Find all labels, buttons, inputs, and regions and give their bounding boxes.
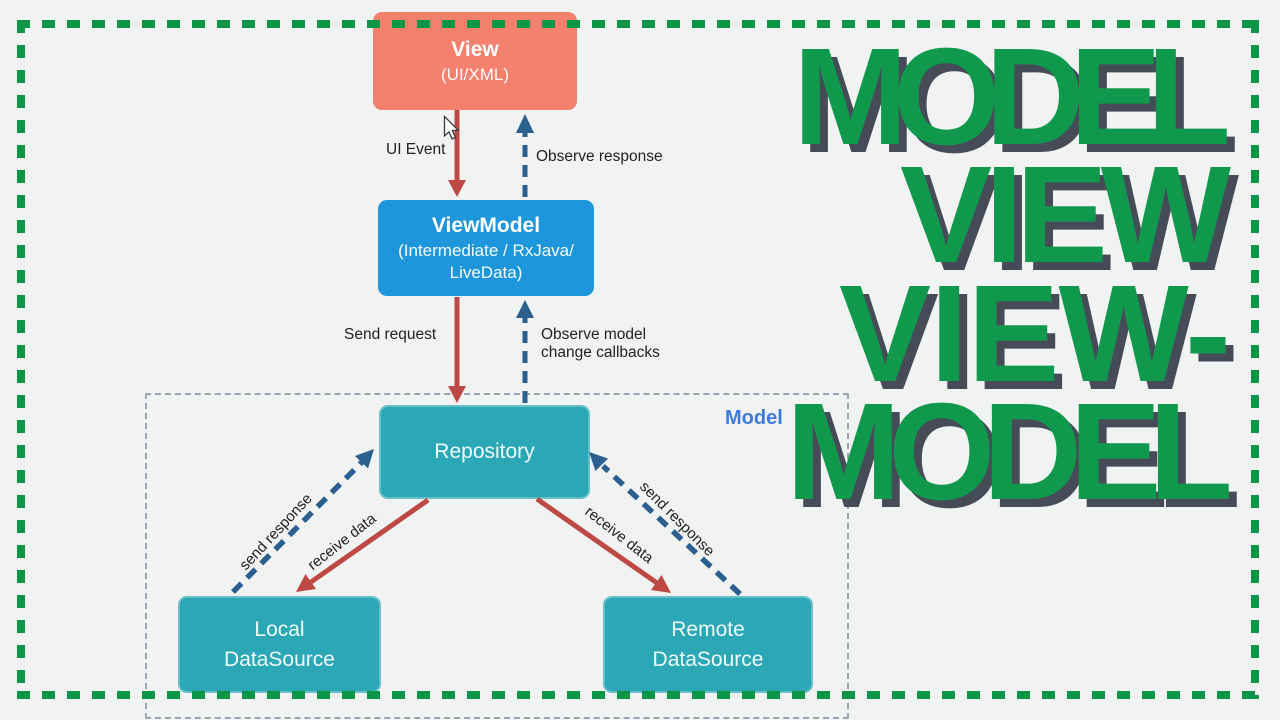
observe-response-label: Observe response: [536, 148, 663, 165]
headline-line-2-shadow: VIEW: [908, 146, 1240, 300]
green-dashed-border-bottom: [17, 691, 1259, 699]
viewmodel-box: ViewModel (Intermediate / RxJava/ LiveDa…: [378, 200, 594, 296]
ui-event-label: UI Event: [386, 141, 446, 158]
headline-line-3-shadow: VIEW-: [847, 265, 1239, 419]
repository-box: Repository: [379, 405, 590, 499]
headline-line-4: MODEL: [786, 375, 1233, 529]
remote-datasource-title: Remote DataSource: [652, 618, 764, 671]
local-datasource-title: Local DataSource: [224, 618, 335, 671]
view-box-subtitle: (UI/XML): [441, 64, 509, 84]
headline-line-1-shadow: MODEL: [801, 28, 1239, 182]
view-box: View (UI/XML): [373, 12, 577, 110]
local-datasource-box: Local DataSource: [178, 596, 381, 693]
ui-event-arrowhead: [448, 180, 466, 197]
green-dashed-border-right: [1251, 20, 1259, 699]
headline: MODEL VIEW VIEW- MODEL MODEL VIEW VIEW- …: [786, 20, 1241, 537]
headline-line-4-shadow: MODEL: [794, 383, 1241, 537]
observe-response-arrowhead: [516, 114, 534, 133]
remote-datasource-box: Remote DataSource: [603, 596, 813, 693]
headline-line-1: MODEL: [793, 20, 1231, 174]
mouse-cursor-icon: [443, 114, 460, 140]
viewmodel-box-title: ViewModel: [431, 214, 541, 238]
model-group-label: Model: [725, 407, 783, 429]
headline-line-2: VIEW: [900, 138, 1232, 292]
view-box-title: View: [451, 37, 499, 61]
send-request-label: Send request: [344, 326, 437, 343]
headline-line-3: VIEW-: [839, 257, 1231, 411]
viewmodel-box-subtitle: (Intermediate / RxJava/ LiveData): [398, 241, 574, 282]
observe-model-arrowhead: [516, 300, 534, 318]
observe-model-callbacks-label: Observe model change callbacks: [541, 326, 660, 361]
green-dashed-border-top: [17, 20, 1259, 28]
green-dashed-border-left: [17, 20, 25, 699]
repository-box-title: Repository: [434, 440, 535, 464]
model-group-outline: [145, 393, 849, 719]
